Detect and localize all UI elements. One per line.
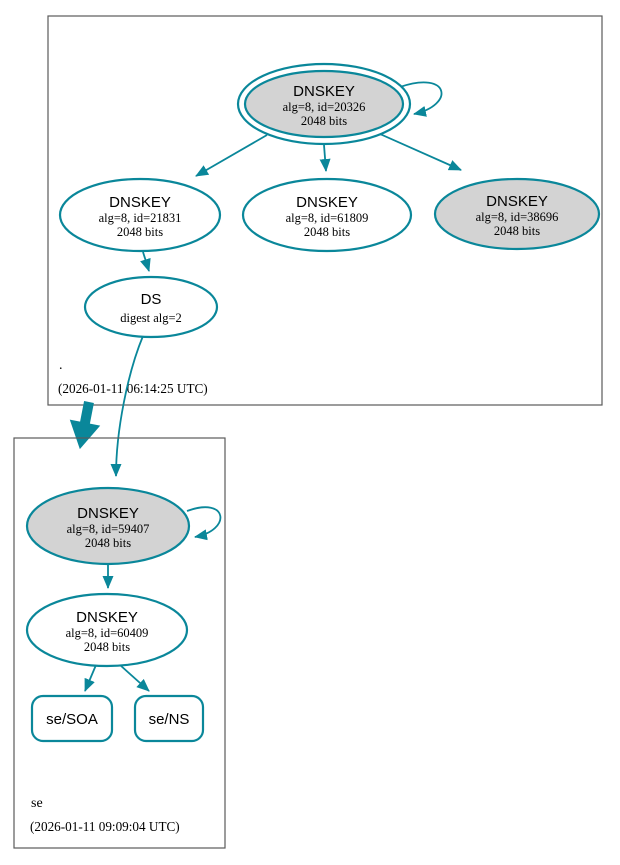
- node-dnskey-61809-title: DNSKEY: [296, 194, 358, 211]
- node-dnskey-60409: DNSKEY alg=8, id=60409 2048 bits: [25, 592, 189, 668]
- node-dnskey-20326-alg: alg=8, id=20326: [283, 100, 366, 114]
- node-dnskey-20326-inner-ring: [243, 69, 405, 139]
- node-dnskey-21831-title: DNSKEY: [109, 194, 171, 211]
- node-rrset-se-ns-label: se/NS: [149, 711, 190, 728]
- edge-zsk60409-to-ns: [119, 664, 150, 692]
- node-rrset-se-soa-box: [30, 694, 114, 743]
- edge-ksk59407-self-loop: [186, 506, 222, 541]
- node-dnskey-21831-alg: alg=8, id=21831: [99, 211, 182, 225]
- delegation-arrow-root-to-se: [69, 401, 101, 450]
- edge-zsk60409-to-soa: [84, 664, 97, 692]
- node-dnskey-59407-ellipse: [25, 486, 191, 566]
- cluster-root-zone-border: [47, 15, 603, 406]
- node-dnskey-60409-title: DNSKEY: [76, 609, 138, 626]
- node-dnskey-61809-alg: alg=8, id=61809: [286, 211, 369, 225]
- node-dnskey-59407: DNSKEY alg=8, id=59407 2048 bits: [25, 486, 191, 566]
- cluster-root-zone-label: .: [59, 358, 63, 373]
- node-dnskey-21831-bits: 2048 bits: [117, 225, 163, 239]
- node-dnskey-21831: DNSKEY alg=8, id=21831 2048 bits: [58, 177, 222, 253]
- cluster-se-zone: se (2026-01-11 09:09:04 UTC): [13, 437, 226, 849]
- node-ds-se-title: DS: [141, 291, 162, 308]
- node-dnskey-20326-title: DNSKEY: [293, 83, 355, 100]
- cluster-se-zone-timestamp: (2026-01-11 09:09:04 UTC): [30, 819, 180, 834]
- node-dnskey-20326-bits: 2048 bits: [301, 114, 347, 128]
- node-dnskey-38696: DNSKEY alg=8, id=38696 2048 bits: [433, 177, 601, 251]
- edge-ksk20326-to-key38696: [379, 133, 462, 171]
- node-dnskey-38696-alg: alg=8, id=38696: [476, 210, 559, 224]
- cluster-root-zone-timestamp: (2026-01-11 06:14:25 UTC): [58, 381, 208, 396]
- edge-ksk20326-to-key21831: [195, 134, 268, 177]
- cluster-se-zone-border: [13, 437, 226, 849]
- node-ds-se: DS digest alg=2: [83, 275, 219, 339]
- cluster-root-zone: . (2026-01-11 06:14:25 UTC): [47, 15, 603, 406]
- node-dnskey-38696-title: DNSKEY: [486, 193, 548, 210]
- node-dnskey-60409-bits: 2048 bits: [84, 640, 130, 654]
- node-rrset-se-ns-box: [133, 694, 205, 743]
- node-dnskey-61809-bits: 2048 bits: [304, 225, 350, 239]
- node-ds-se-ellipse: [83, 275, 219, 339]
- node-dnskey-59407-bits: 2048 bits: [85, 536, 131, 550]
- edge-ds-to-ksk59407: [110, 335, 144, 477]
- edge-ksk20326-self-loop: [399, 81, 443, 117]
- node-dnskey-61809-ellipse: [241, 177, 413, 253]
- node-rrset-se-soa-label: se/SOA: [46, 711, 98, 728]
- node-dnskey-38696-bits: 2048 bits: [494, 224, 540, 238]
- node-dnskey-60409-ellipse: [25, 592, 189, 668]
- node-dnskey-61809: DNSKEY alg=8, id=61809 2048 bits: [241, 177, 413, 253]
- node-dnskey-60409-alg: alg=8, id=60409: [66, 626, 149, 640]
- edge-ksk20326-to-key61809: [319, 144, 331, 172]
- node-ds-se-digest: digest alg=2: [120, 311, 182, 325]
- node-rrset-se-ns: se/NS: [133, 694, 205, 743]
- node-dnskey-21831-ellipse: [58, 177, 222, 253]
- cluster-se-zone-label: se: [31, 796, 43, 811]
- node-rrset-se-soa: se/SOA: [30, 694, 114, 743]
- node-dnskey-59407-alg: alg=8, id=59407: [67, 522, 150, 536]
- node-dnskey-20326: DNSKEY alg=8, id=20326 2048 bits: [236, 62, 412, 146]
- node-dnskey-59407-title: DNSKEY: [77, 505, 139, 522]
- node-dnskey-38696-ellipse: [433, 177, 601, 251]
- edge-key21831-to-ds: [140, 251, 151, 272]
